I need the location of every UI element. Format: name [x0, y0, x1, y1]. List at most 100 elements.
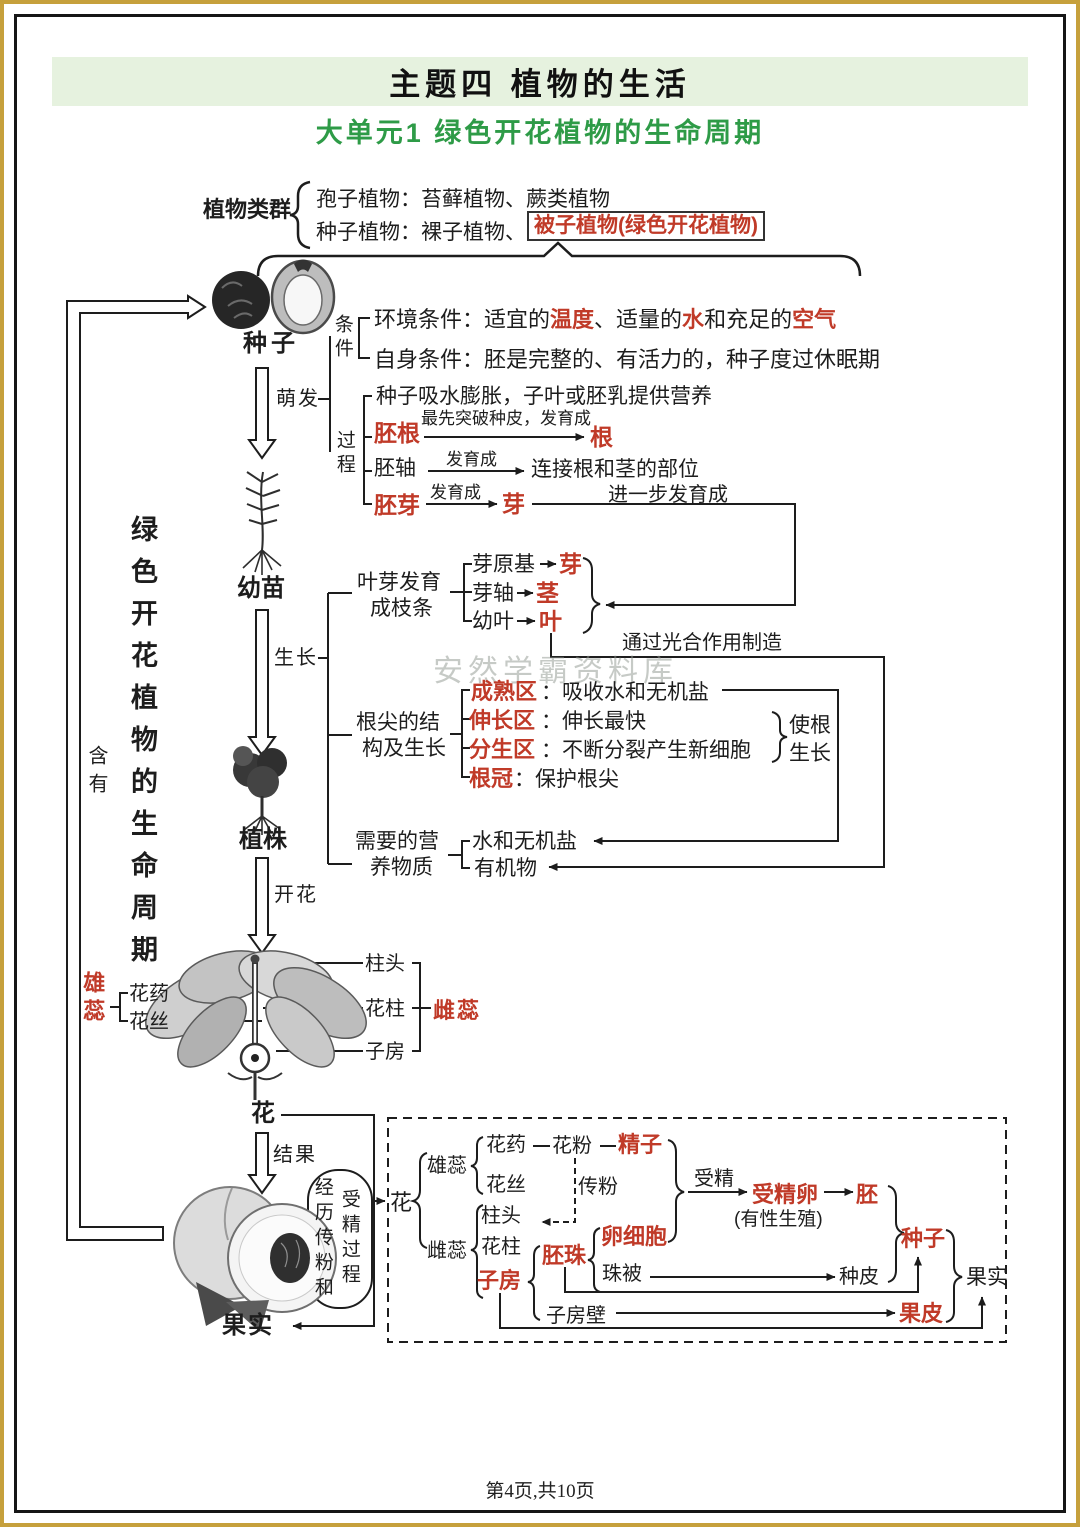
box-seed-coat: 种皮	[839, 1266, 879, 1288]
growth-arrows	[517, 560, 885, 871]
fertilization-braces	[409, 1136, 963, 1323]
young-leaf: 幼叶	[472, 610, 514, 633]
meristem-zone-desc: ：不断分裂产生新细胞	[541, 739, 751, 762]
transition-flowering: 开花	[274, 884, 318, 906]
hypocotyl-label: 胚轴	[374, 457, 416, 480]
seedling-to-plant-arrow	[247, 609, 277, 757]
stage-seedling: 幼苗	[237, 575, 285, 602]
root-cap: 根冠	[469, 766, 514, 791]
germination-brackets	[318, 317, 372, 505]
meristem-zone: 分生区	[469, 737, 536, 762]
fertilization-dashed-box	[387, 1117, 1007, 1343]
process-label: 过程	[333, 430, 355, 478]
develop-label-2: 发育成	[430, 483, 481, 502]
water-minerals: 水和无机盐	[472, 830, 577, 853]
box-filament: 花丝	[486, 1174, 526, 1196]
transition-growth: 生长	[274, 647, 318, 669]
ovary-label: 子房	[365, 1041, 405, 1063]
fruit-image	[173, 1186, 337, 1332]
radicle-note: 最先突破种皮，发育成	[421, 409, 591, 428]
box-egg-cell: 卵细胞	[601, 1224, 668, 1249]
develop-label-1: 发育成	[446, 450, 497, 469]
radicle-label: 胚根	[374, 420, 420, 446]
box-ovule: 胚珠	[542, 1243, 587, 1268]
env-temperature: 温度	[550, 307, 595, 332]
box-pistil: 雌蕊	[427, 1240, 467, 1262]
angiosperm-box: 被子植物(绿色开花植物)	[527, 211, 765, 242]
bud-primordium: 芽原基	[472, 553, 535, 576]
seed-to-seedling-arrow	[247, 367, 277, 460]
mature-zone: 成熟区	[471, 679, 538, 704]
self-condition-row: 自身条件：胚是完整的、有活力的，种子度过休眠期	[374, 347, 881, 372]
cycle-loop-arrow	[66, 294, 207, 1241]
watermark: 安然学霸资料库	[433, 655, 678, 688]
box-zygote: 受精卵	[752, 1182, 819, 1207]
box-embryo: 胚	[856, 1182, 879, 1207]
box-ovary-wall: 子房壁	[546, 1305, 606, 1327]
box-stamen: 雄蕊	[427, 1155, 467, 1177]
organic-matter: 有机物	[474, 857, 537, 880]
stamen-label: 雄蕊	[80, 971, 106, 1027]
bud-result: 芽	[559, 551, 582, 577]
box-flower: 花	[390, 1190, 413, 1215]
nutrition-label-2: 养物质	[370, 856, 433, 879]
pistil-label: 雌蕊	[433, 998, 482, 1023]
box-integument: 珠被	[602, 1263, 642, 1285]
leafbud-label-1: 叶芽发育	[357, 571, 441, 594]
condition-label: 条件	[331, 314, 353, 362]
angiosperm-brace	[256, 241, 862, 277]
stage-fruit: 果实	[222, 1312, 274, 1339]
mature-zone-desc: ：吸收水和无机盐	[541, 681, 709, 704]
transition-germination: 萌发	[276, 388, 320, 410]
env-mid2: 和充足的	[704, 307, 793, 332]
contains-label: 含有	[85, 745, 107, 801]
box-pollination: 传粉	[578, 1176, 618, 1198]
env-air: 空气	[792, 307, 837, 332]
box-pollen: 花粉	[552, 1135, 592, 1157]
cycle-side-title: 绿色开花植物的生命周期	[127, 515, 158, 977]
root-growth-effect-1: 使根	[789, 714, 831, 737]
root-label: 根	[590, 424, 613, 450]
photosynthesis-label: 通过光合作用制造	[622, 632, 782, 654]
env-water: 水	[682, 307, 705, 332]
filament-label: 花丝	[129, 1011, 169, 1033]
env-mid1: 、适量的	[594, 307, 683, 332]
flower-image	[145, 950, 367, 1100]
box-fertilization: 受精	[694, 1168, 734, 1190]
absorb-row: 种子吸水膨胀，子叶或胚乳提供营养	[376, 385, 712, 408]
spore-plants-row: 孢子植物：苔藓植物、蕨类植物	[316, 188, 610, 211]
box-style: 花柱	[481, 1236, 521, 1258]
flower-to-fruit-arrow	[247, 1132, 277, 1195]
box-stigma: 柱头	[481, 1205, 521, 1227]
stem-result: 茎	[536, 580, 559, 606]
plant-image	[233, 746, 287, 835]
box-pericarp: 果皮	[899, 1301, 944, 1326]
stigma-label: 柱头	[365, 953, 405, 975]
fertilization-arrows	[499, 1145, 986, 1329]
box-ovary: 子房	[477, 1268, 522, 1293]
leaf-result: 叶	[539, 608, 562, 634]
hypocotyl-result: 连接根和茎的部位	[531, 458, 699, 481]
stage-seed: 种子	[243, 330, 299, 357]
root-cap-desc: ：保护根尖	[514, 768, 619, 791]
box-anther: 花药	[486, 1134, 526, 1156]
plumule-label: 胚芽	[374, 492, 420, 518]
page-title: 主题四 植物的生活	[389, 67, 691, 102]
seed-plants-row: 种子植物：裸子植物、	[316, 221, 526, 244]
stage-flower: 花	[251, 1100, 275, 1127]
box-seed: 种子	[901, 1226, 946, 1251]
seedling-image	[242, 471, 282, 575]
stage-plant: 植株	[239, 826, 287, 853]
unit-subtitle: 大单元1 绿色开花植物的生命周期	[315, 118, 765, 148]
box-sexual-repro: (有性生殖)	[734, 1209, 823, 1230]
root-tip-label-1: 根尖的结	[356, 711, 440, 734]
taxonomy-label: 植物类群	[203, 197, 292, 222]
further-develop-label: 进一步发育成	[608, 484, 728, 506]
page-footer: 第4页,共10页	[485, 1481, 595, 1502]
capsule-text-1: 经历传粉和	[311, 1177, 333, 1302]
capsule-text-2: 受精过程	[338, 1189, 360, 1289]
seed-image	[212, 259, 336, 335]
taxonomy-brace	[289, 180, 311, 250]
